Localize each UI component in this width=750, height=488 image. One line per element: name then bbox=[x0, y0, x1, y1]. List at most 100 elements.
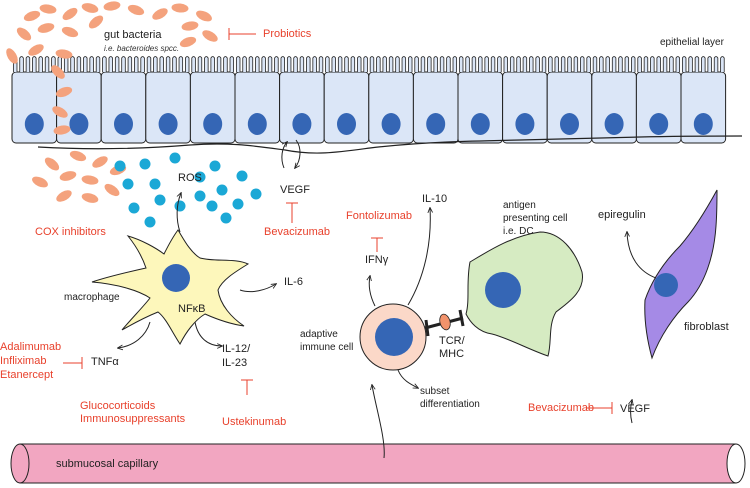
drug-fontolizumab: Fontolizumab bbox=[346, 210, 413, 222]
ros-dot bbox=[144, 216, 156, 228]
bacterium bbox=[56, 190, 72, 202]
bacterium bbox=[103, 1, 121, 11]
fibroblast-label: fibroblast bbox=[684, 321, 729, 333]
ros-dot bbox=[154, 194, 166, 206]
fibroblast-cell bbox=[644, 189, 718, 360]
bacterium bbox=[127, 4, 145, 16]
bacterium bbox=[81, 175, 99, 185]
epithelial-nucleus bbox=[337, 113, 356, 135]
adaptive-label-line1: adaptive bbox=[300, 329, 338, 340]
bacterium bbox=[104, 183, 120, 197]
ros-dot bbox=[236, 170, 248, 182]
epithelial-nucleus bbox=[604, 113, 624, 135]
antigen-presenting-cell bbox=[465, 231, 583, 357]
bacterium bbox=[55, 49, 73, 59]
bacterium bbox=[62, 7, 78, 21]
drug-probiotics: Probiotics bbox=[263, 28, 312, 40]
epiregulin-label: epiregulin bbox=[598, 209, 646, 221]
macrophage-nucleus bbox=[162, 264, 190, 292]
ros-dot bbox=[149, 178, 161, 190]
il23-label: IL-23 bbox=[222, 357, 248, 369]
il6-label: IL-6 bbox=[284, 276, 303, 288]
gut-bacteria-cluster bbox=[6, 1, 218, 203]
bacterium bbox=[196, 10, 212, 22]
ros-dot bbox=[206, 200, 218, 212]
epithelial-nucleus bbox=[649, 113, 669, 135]
epithelial-nucleus bbox=[560, 113, 579, 135]
subset-label-line2: differentiation bbox=[420, 399, 480, 410]
bacterium bbox=[52, 106, 68, 118]
inhibition-lines bbox=[63, 28, 613, 414]
bacterium bbox=[179, 36, 197, 48]
epithelial-nucleus bbox=[247, 113, 267, 135]
epithelial-nucleus bbox=[292, 113, 312, 135]
ros-dot bbox=[194, 171, 206, 183]
bacterium bbox=[81, 193, 99, 203]
epithelial-nucleus bbox=[426, 113, 446, 135]
ros-particles bbox=[114, 152, 262, 228]
epithelial-nucleus bbox=[381, 113, 401, 135]
vegf-capillary-label: VEGF bbox=[620, 403, 650, 415]
bacterium bbox=[39, 4, 57, 14]
macrophage-label: macrophage bbox=[64, 292, 120, 303]
bacterium bbox=[88, 15, 104, 29]
il12-label: IL-12/ bbox=[222, 343, 251, 355]
tcr-label: TCR/ bbox=[439, 335, 465, 347]
ros-dot bbox=[114, 160, 126, 172]
bacterium bbox=[202, 30, 218, 42]
apc-label-line1: antigen bbox=[503, 200, 536, 211]
epithelial-nucleus bbox=[693, 113, 713, 135]
epithelial-nucleus bbox=[515, 113, 535, 135]
gut-bacteria-label: gut bacteria bbox=[104, 29, 162, 41]
ros-label: ROS bbox=[178, 172, 202, 184]
ros-dot bbox=[216, 184, 228, 196]
vegf-epithelial-label: VEGF bbox=[280, 184, 310, 196]
submucosal-capillary bbox=[10, 443, 746, 484]
epithelial-nucleus bbox=[158, 113, 178, 135]
bacterium bbox=[51, 65, 65, 79]
subset-label-line1: subset bbox=[420, 386, 450, 397]
bacterium bbox=[37, 23, 55, 33]
bacterium bbox=[152, 8, 168, 20]
ifng-label: IFNγ bbox=[365, 254, 389, 266]
bacterium bbox=[59, 171, 77, 181]
apc-label-line3: i.e. DC bbox=[503, 226, 534, 237]
arrows bbox=[118, 139, 657, 459]
nfkb-label: NFκB bbox=[178, 303, 206, 315]
drug-immunosuppressants: Immunosuppressants bbox=[80, 413, 186, 425]
bacterium bbox=[92, 156, 108, 168]
mhc-label: MHC bbox=[439, 348, 465, 360]
bacterium bbox=[6, 48, 18, 64]
adaptive-immune-cell bbox=[359, 303, 427, 371]
macrophage-cell bbox=[91, 229, 250, 345]
ros-dot bbox=[194, 190, 206, 202]
ros-dot bbox=[128, 202, 140, 214]
ros-dot bbox=[139, 158, 151, 170]
epithelial-nucleus bbox=[114, 113, 133, 135]
basement-membrane bbox=[37, 135, 743, 154]
ros-dot bbox=[232, 198, 244, 210]
drug-bevacizumab-bottom: Bevacizumab bbox=[528, 402, 595, 414]
bacterium bbox=[81, 3, 99, 13]
bacterium bbox=[69, 150, 87, 162]
epithelial-nucleus bbox=[24, 113, 44, 135]
tnfa-label: TNFα bbox=[91, 356, 119, 368]
drug-etanercept: Etanercept bbox=[0, 369, 54, 381]
epithelial-layer bbox=[11, 56, 727, 144]
epithelial-nucleus bbox=[470, 113, 490, 135]
bacteria-example-label: i.e. bacteroides spcc. bbox=[104, 44, 180, 53]
bacterium bbox=[181, 21, 199, 31]
bacterium bbox=[16, 27, 32, 41]
ros-dot bbox=[209, 160, 221, 172]
bacterium bbox=[55, 86, 73, 98]
il10-label: IL-10 bbox=[422, 193, 448, 205]
drug-glucocorticoids: Glucocorticoids bbox=[80, 400, 156, 412]
epithelial-nucleus bbox=[203, 113, 223, 135]
bacterium bbox=[61, 26, 79, 38]
ros-dot bbox=[122, 178, 134, 190]
capillary-label: submucosal capillary bbox=[56, 458, 159, 470]
epithelial-nucleus bbox=[69, 113, 89, 135]
drug-ustekinumab: Ustekinumab bbox=[222, 416, 287, 428]
drug-cox-inhibitors: COX inhibitors bbox=[35, 226, 106, 238]
adaptive-label-line2: immune cell bbox=[300, 342, 354, 353]
